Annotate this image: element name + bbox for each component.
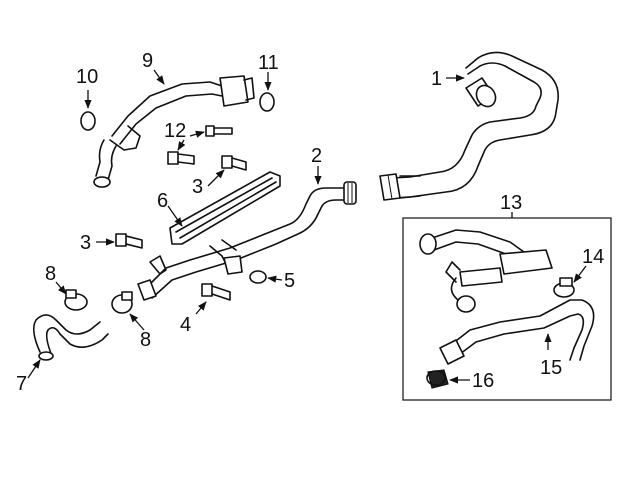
- callout-13: 13: [500, 192, 522, 214]
- callout-4: 4: [180, 314, 191, 336]
- callout-16: 16: [472, 370, 494, 392]
- part-12-bolt-b[interactable]: [167, 151, 195, 165]
- part-16-clamp[interactable]: [426, 369, 449, 389]
- part-6-bracket[interactable]: [149, 171, 281, 275]
- part-8-clamp-a[interactable]: [64, 289, 88, 311]
- part-13-group-box: [402, 217, 612, 401]
- callout-8a: 8: [45, 263, 56, 285]
- callout-9: 9: [142, 50, 153, 72]
- part-10-o-ring[interactable]: [80, 111, 96, 131]
- callout-6: 6: [157, 190, 168, 212]
- part-1-hose[interactable]: [379, 51, 559, 201]
- part-11-o-ring[interactable]: [259, 92, 275, 112]
- part-3-bolt-b[interactable]: [115, 233, 143, 249]
- callout-10: 10: [76, 66, 98, 88]
- callout-11: 11: [258, 52, 279, 74]
- part-2-pipe[interactable]: [137, 181, 357, 301]
- callout-7: 7: [16, 373, 27, 395]
- part-15-hose[interactable]: [439, 299, 595, 365]
- part-9-pipe[interactable]: [93, 75, 255, 188]
- callout-2: 2: [311, 145, 322, 167]
- part-8-clamp-b[interactable]: [111, 291, 133, 314]
- callout-15: 15: [540, 357, 562, 379]
- part-3-bolt-a[interactable]: [221, 155, 247, 171]
- part-13-hose-assembly[interactable]: [419, 229, 553, 313]
- part-5-o-ring[interactable]: [249, 270, 267, 284]
- callout-8b: 8: [140, 329, 151, 351]
- callout-14: 14: [582, 246, 604, 268]
- callout-3a: 3: [192, 176, 203, 198]
- callout-5: 5: [284, 270, 295, 292]
- callout-12: 12: [164, 120, 186, 142]
- leader-lines: [27, 69, 587, 384]
- part-4-bolt[interactable]: [201, 283, 231, 301]
- part-14-clamp[interactable]: [553, 277, 575, 298]
- part-12-bolt-a[interactable]: [205, 125, 233, 137]
- callout-3b: 3: [80, 232, 91, 254]
- part-7-hose[interactable]: [32, 314, 109, 361]
- callout-1: 1: [431, 68, 442, 90]
